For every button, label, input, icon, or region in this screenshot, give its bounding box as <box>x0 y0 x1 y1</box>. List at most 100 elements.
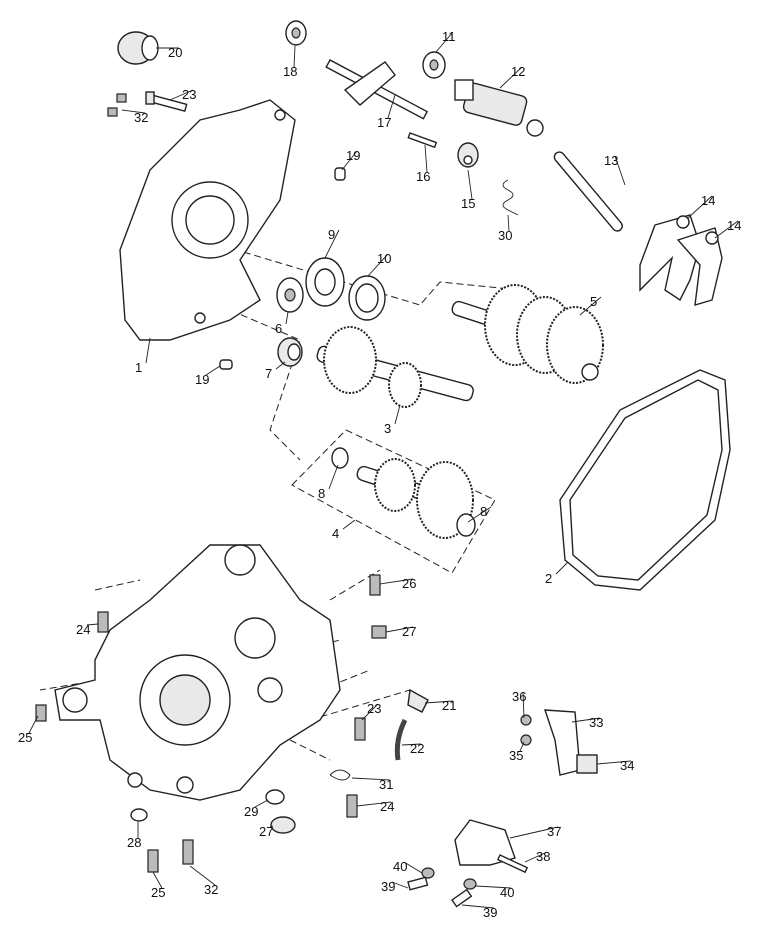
callout-leader-line <box>475 885 512 889</box>
callout-leader-line <box>285 311 289 325</box>
callout-leader-line <box>522 691 525 719</box>
callout-leader-line <box>614 155 626 186</box>
part-oring-29 <box>265 789 285 805</box>
callout-number-9: 9 <box>328 227 335 242</box>
callout-number-15: 15 <box>461 196 475 211</box>
callout-number-40: 40 <box>500 885 514 900</box>
callout-number-37: 37 <box>547 824 561 839</box>
callout-number-16: 16 <box>416 169 430 184</box>
callout-number-14: 14 <box>727 218 741 233</box>
callout-leader-line <box>328 464 339 490</box>
callout-number-3: 3 <box>384 421 391 436</box>
callout-number-39: 39 <box>483 905 497 920</box>
callout-number-24: 24 <box>76 622 90 637</box>
callout-number-8: 8 <box>480 504 487 519</box>
callout-number-21: 21 <box>442 698 456 713</box>
callout-number-39: 39 <box>381 879 395 894</box>
part-plug-27 <box>270 816 296 834</box>
callout-leader-line <box>555 561 569 575</box>
callout-number-34: 34 <box>620 758 634 773</box>
part-countershaft-4 <box>331 447 476 539</box>
callout-leader-line <box>145 337 151 364</box>
callout-leader-line <box>509 826 559 839</box>
callout-number-17: 17 <box>377 115 391 130</box>
callout-number-13: 13 <box>604 153 618 168</box>
callout-number-11: 11 <box>442 29 456 44</box>
part-pin-19 <box>219 167 346 370</box>
callout-number-7: 7 <box>265 366 272 381</box>
callout-number-24: 24 <box>380 799 394 814</box>
callout-leader-line <box>356 801 392 807</box>
callout-leader-line <box>394 404 401 425</box>
part-shaft-3 <box>316 326 474 408</box>
callout-number-23: 23 <box>367 701 381 716</box>
part-bearing-18 <box>285 20 307 46</box>
part-gear-cluster-5 <box>451 284 604 384</box>
callout-leader-line <box>254 799 269 808</box>
callout-leader-line <box>524 851 548 863</box>
callout-number-18: 18 <box>283 64 297 79</box>
callout-leader-line <box>387 94 396 119</box>
part-nuts-32 <box>107 93 127 117</box>
callout-leader-line <box>342 519 356 530</box>
callout-number-32: 32 <box>134 110 148 125</box>
callout-number-31: 31 <box>379 777 393 792</box>
callout-leader-line <box>152 871 163 889</box>
part-motor-12 <box>454 79 544 137</box>
callout-number-12: 12 <box>511 64 525 79</box>
callout-number-27: 27 <box>402 624 416 639</box>
callout-leader-line <box>499 66 523 89</box>
part-bolt-16 <box>407 132 438 149</box>
part-crankcase <box>54 544 341 801</box>
callout-leader-line <box>275 361 286 370</box>
callout-leader-line <box>189 865 216 886</box>
callout-number-14: 14 <box>701 193 715 208</box>
callout-leader-line <box>403 861 423 874</box>
callout-number-23: 23 <box>182 87 196 102</box>
callout-number-2: 2 <box>545 571 552 586</box>
callout-leader-line <box>571 717 601 723</box>
callout-leader-line <box>385 626 414 633</box>
callout-leader-line <box>28 715 39 734</box>
part-cam-15 <box>457 142 479 168</box>
callout-leader-line <box>86 623 99 626</box>
callout-leader-line <box>714 220 739 239</box>
callout-leader-line <box>507 214 510 232</box>
callout-number-28: 28 <box>127 835 141 850</box>
callout-number-35: 35 <box>509 748 523 763</box>
part-case-cover-1 <box>119 99 296 341</box>
callout-number-27: 27 <box>259 824 273 839</box>
part-bushing-20 <box>117 31 159 65</box>
callout-number-20: 20 <box>168 45 182 60</box>
part-seal-10 <box>348 275 386 321</box>
callout-leader-line <box>269 825 274 828</box>
callout-number-30: 30 <box>498 228 512 243</box>
callout-number-8: 8 <box>318 486 325 501</box>
callout-leader-line <box>435 31 454 53</box>
assembly-guide-lines <box>39 229 521 761</box>
part-bearing-9 <box>305 257 345 307</box>
callout-number-4: 4 <box>332 526 339 541</box>
part-collar-7 <box>277 337 303 367</box>
callout-leader-line <box>361 703 379 721</box>
callout-leader-line <box>293 45 296 68</box>
part-bolt-23 <box>145 91 188 112</box>
callout-leader-line <box>519 741 525 752</box>
part-hose-22 <box>394 718 408 761</box>
part-screws-39-40 <box>407 867 477 908</box>
callout-number-1: 1 <box>135 360 142 375</box>
callout-number-32: 32 <box>204 882 218 897</box>
callout-leader-line <box>379 578 414 585</box>
callout-leader-line <box>401 743 422 746</box>
callout-leader-line <box>424 700 454 704</box>
part-bracket-33 <box>520 709 598 776</box>
callout-number-19: 19 <box>346 148 360 163</box>
callout-number-22: 22 <box>410 741 424 756</box>
callout-number-38: 38 <box>536 849 550 864</box>
part-bearing-11 <box>422 51 446 79</box>
callout-number-26: 26 <box>402 576 416 591</box>
callout-leader-line <box>169 89 194 101</box>
bolts <box>35 574 387 873</box>
callout-leader-line <box>391 881 409 889</box>
part-bearing-6 <box>276 277 304 313</box>
